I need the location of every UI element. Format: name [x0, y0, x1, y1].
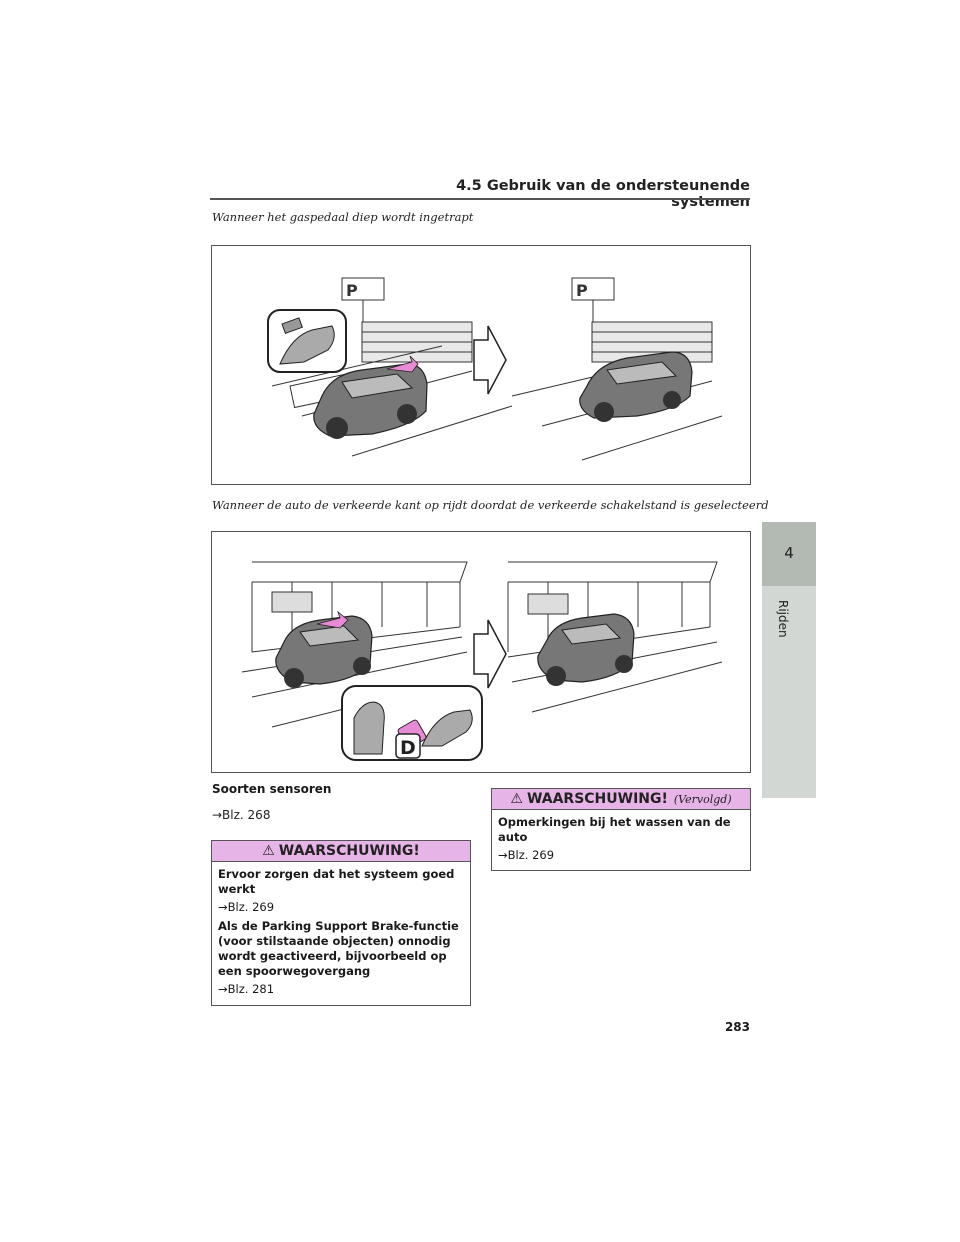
warning-triangle-icon: ⚠: [262, 843, 275, 859]
transition-arrow-icon: [473, 325, 507, 395]
sensors-page-ref[interactable]: →Blz. 268: [212, 808, 271, 822]
warning-item-heading: Ervoor zorgen dat het systeem goed werkt: [218, 867, 455, 896]
warning-continued-label: (Vervolgd): [673, 792, 732, 806]
chapter-side-strip: [762, 586, 816, 798]
warning-item-heading: Opmerkingen bij het wassen van de auto: [498, 815, 731, 844]
warning-box-2: ⚠ WAARSCHUWING! (Vervolgd) Opmerkingen b…: [491, 788, 751, 871]
figure-accelerator-illustration: P P: [211, 245, 751, 485]
parking-garage-illustration: P P: [267, 277, 723, 461]
warning-item-ref[interactable]: →Blz. 281: [218, 982, 275, 996]
svg-text:P: P: [346, 281, 358, 300]
warning-item-ref[interactable]: →Blz. 269: [498, 848, 555, 862]
chapter-tab: [762, 522, 816, 586]
car-right-icon: [579, 351, 693, 422]
warning-triangle-icon: ⚠: [510, 791, 523, 807]
warning-title-2: WAARSCHUWING!: [526, 791, 668, 807]
car-reversing-right-icon: [537, 613, 635, 686]
warning-box-1: ⚠ WAARSCHUWING! Ervoor zorgen dat het sy…: [211, 840, 471, 1006]
warning-item-heading: Als de Parking Support Brake-functie (vo…: [218, 919, 459, 978]
storefront-illustration: D: [241, 561, 723, 761]
chapter-label: Rijden: [776, 600, 790, 638]
warning-item-ref[interactable]: →Blz. 269: [218, 900, 275, 914]
car-left-icon: [313, 355, 428, 439]
svg-text:P: P: [576, 281, 588, 300]
page-number: 283: [724, 1020, 750, 1034]
figure-2-caption: Wanneer de auto de verkeerde kant op rij…: [212, 498, 769, 512]
sensors-heading: Soorten sensoren: [212, 782, 332, 796]
car-reversing-left-icon: [275, 610, 373, 688]
warning-header-1: ⚠ WAARSCHUWING!: [212, 841, 470, 862]
gear-letter: D: [400, 737, 416, 759]
chapter-number: 4: [784, 544, 794, 562]
pedal-inset-icon: [267, 309, 347, 373]
warning-header-2: ⚠ WAARSCHUWING! (Vervolgd): [492, 789, 750, 810]
warning-title-1: WAARSCHUWING!: [278, 843, 420, 859]
figure-1-caption: Wanneer het gaspedaal diep wordt ingetra…: [212, 210, 474, 224]
figure-wrong-gear-illustration: D: [211, 531, 751, 773]
transition-arrow-icon: [473, 619, 507, 689]
header-rule: [210, 198, 750, 200]
section-header: 4.5 Gebruik van de ondersteunende system…: [456, 178, 750, 210]
